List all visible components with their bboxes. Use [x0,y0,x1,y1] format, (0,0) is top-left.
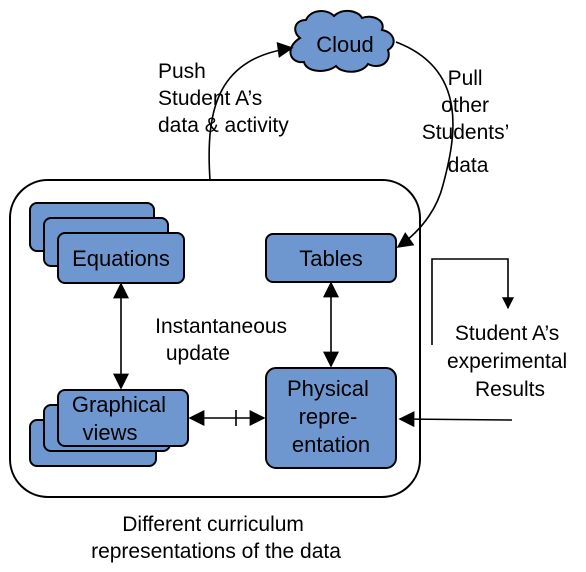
physical-representation-box [265,367,397,469]
instantaneous-update-label: Instantaneous update [155,315,293,365]
experimental-results-line: experimental [447,350,567,373]
pull-label-line: data [448,154,489,177]
cloud-shape [289,10,395,73]
experimental-results-line: Results [475,378,545,401]
pull-label-line: other [441,94,489,117]
graphical-views-node: Graphical views [29,389,189,467]
graphical-views-label: Graphical views [72,392,172,445]
representations-container [9,179,421,498]
push-label: Push Student A’s data & activity [158,60,289,137]
graphical-views-label-line: Graphical [72,392,166,417]
equations-node: Equations [29,202,185,284]
physical-representation-node: Physical repre- entation [265,367,397,469]
pull-arrow [395,41,454,248]
physical-representation-label: Physical repre- entation [287,376,375,457]
pull-label-line: Students’ [422,121,509,144]
instantaneous-update-line: Instantaneous [155,315,287,338]
graphical-views-box [57,389,189,447]
cloud-node: Cloud [289,10,395,73]
diagram-caption-line: Different curriculum [122,513,304,536]
experimental-results-line: Student A’s [455,322,559,345]
push-arrow [208,42,294,181]
physical-representation-label-line: Physical [287,376,369,401]
results-in-arrow [398,411,512,428]
physical-representation-label-line: entation [292,432,370,457]
pull-label: Pull other Students’ data [422,67,515,177]
diagram-caption: Different curriculum representations of … [91,513,341,563]
push-label-line: Student A’s [158,87,262,110]
graphical-views-label-line: views [82,420,137,445]
push-label-line: Push [158,60,206,83]
results-out-arrow [431,258,514,345]
diagram-caption-line: representations of the data [91,540,341,563]
instantaneous-update-line: update [166,342,230,365]
tables-node: Tables [265,233,397,283]
tables-label: Tables [299,246,363,271]
physical-representation-label-line: repre- [299,404,358,429]
cloud-label: Cloud [316,32,373,57]
experimental-results-label: Student A’s experimental Results [447,322,573,401]
equations-label: Equations [72,246,170,271]
pull-label-line: Pull [448,67,483,90]
push-label-line: data & activity [158,114,289,137]
